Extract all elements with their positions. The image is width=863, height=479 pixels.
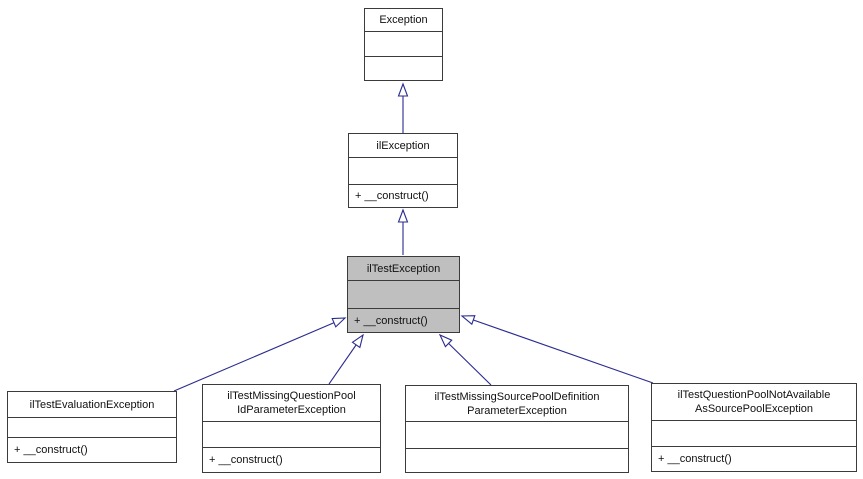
class-box-ilexception[interactable]: ilException + __construct()	[348, 133, 458, 208]
class-title: ilException	[349, 134, 457, 158]
methods-compartment: + __construct()	[14, 444, 88, 456]
class-title: ilTestQuestionPoolNotAvailable AsSourceP…	[652, 384, 856, 421]
attributes-compartment	[406, 422, 628, 449]
class-box-iltestmissingsourcepooldefinitionparameterexception[interactable]: ilTestMissingSourcePoolDefinition Parame…	[405, 385, 629, 473]
class-title: ilTestException	[348, 257, 459, 281]
class-title: ilTestMissingSourcePoolDefinition Parame…	[406, 386, 628, 422]
class-box-iltestexception[interactable]: ilTestException + __construct()	[347, 256, 460, 333]
attributes-compartment	[349, 158, 457, 185]
inheritance-arrow-notavailable-to-iltestexception	[460, 315, 654, 384]
class-box-iltestevaluationexception[interactable]: ilTestEvaluationException + __construct(…	[7, 391, 177, 463]
methods-compartment: + __construct()	[355, 190, 429, 202]
methods-compartment	[365, 57, 442, 80]
attributes-compartment	[365, 32, 442, 57]
methods-compartment: + __construct()	[209, 454, 283, 466]
attributes-compartment	[348, 281, 459, 309]
inheritance-arrow-evaluation-to-iltestexception	[173, 317, 347, 392]
methods-compartment: + __construct()	[354, 314, 428, 327]
methods-compartment	[406, 449, 628, 472]
class-box-exception[interactable]: Exception	[364, 8, 443, 81]
inheritance-arrow-missingquestionpool-to-iltestexception	[328, 333, 364, 385]
attributes-compartment	[652, 421, 856, 447]
class-box-iltestmissingquestionpoolidparameterexception[interactable]: ilTestMissingQuestionPool IdParameterExc…	[202, 384, 381, 473]
class-title: ilTestEvaluationException	[8, 392, 176, 418]
class-title: Exception	[365, 9, 442, 32]
class-title: ilTestMissingQuestionPool IdParameterExc…	[203, 385, 380, 422]
class-box-iltestquestionpoolnotavailableassourcepoolexception[interactable]: ilTestQuestionPoolNotAvailable AsSourceP…	[651, 383, 857, 472]
inheritance-arrow-missingsourcepool-to-iltestexception	[438, 333, 492, 386]
attributes-compartment	[203, 422, 380, 448]
attributes-compartment	[8, 418, 176, 438]
methods-compartment: + __construct()	[658, 453, 732, 465]
